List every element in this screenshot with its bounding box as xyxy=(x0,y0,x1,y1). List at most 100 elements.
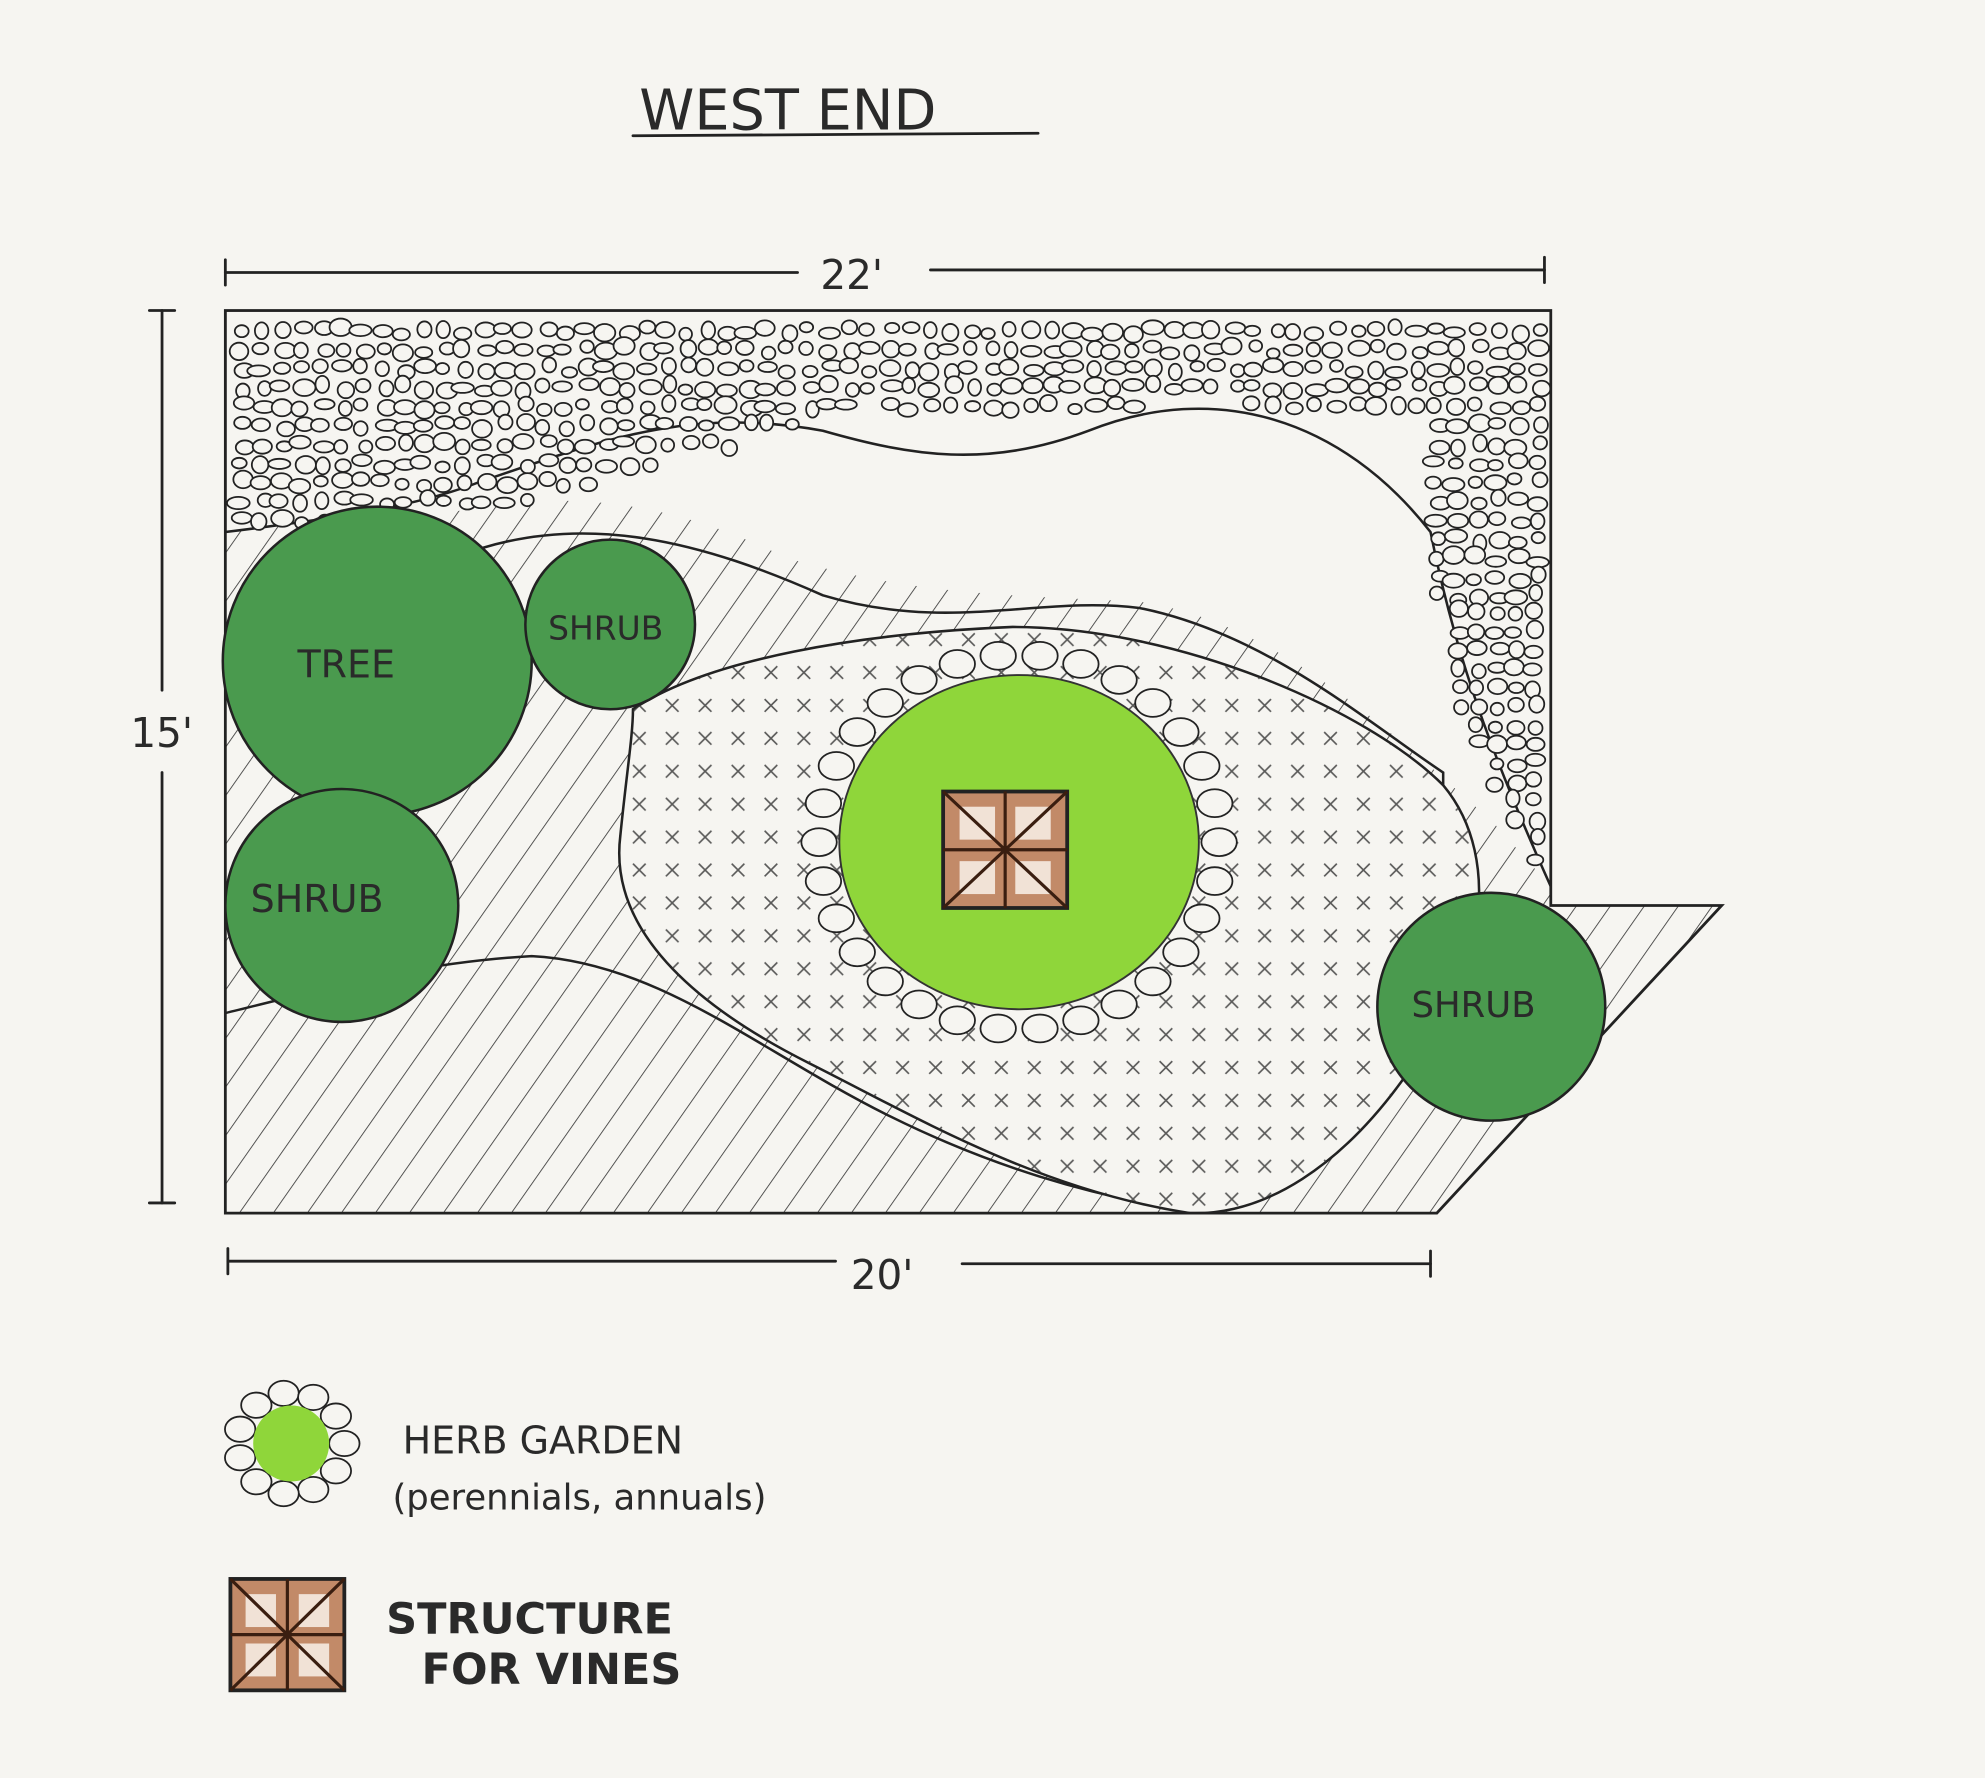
pebble xyxy=(413,400,436,420)
pebble xyxy=(477,363,496,380)
pebble xyxy=(1122,399,1146,414)
pebble xyxy=(435,494,452,507)
pebble xyxy=(979,641,1017,671)
pebble xyxy=(313,398,336,411)
pebble xyxy=(1528,395,1547,412)
pebble xyxy=(1021,377,1044,395)
pebble xyxy=(1445,397,1467,416)
pebble xyxy=(1305,341,1322,358)
pebble xyxy=(1468,679,1485,696)
pebble xyxy=(1106,395,1126,411)
pebble xyxy=(1407,397,1426,415)
pebble xyxy=(661,357,677,376)
pebble xyxy=(999,377,1024,395)
pebble xyxy=(496,476,519,494)
pebble xyxy=(733,325,758,340)
pebble xyxy=(858,340,881,355)
pebble xyxy=(1507,774,1528,793)
pebble xyxy=(1467,475,1484,489)
pebble xyxy=(1122,325,1144,344)
pebble xyxy=(1426,363,1451,378)
pebble xyxy=(1167,362,1183,382)
pebble xyxy=(560,366,579,379)
pebble xyxy=(859,382,875,395)
pebble xyxy=(226,495,251,511)
pebble xyxy=(817,326,841,340)
pebble xyxy=(1507,547,1531,565)
pebble xyxy=(1506,342,1527,361)
pebble xyxy=(1242,395,1261,412)
pebble xyxy=(1162,937,1200,968)
pebble xyxy=(600,400,620,414)
pebble xyxy=(638,319,657,335)
pebble xyxy=(393,420,417,435)
structure-legend-icon xyxy=(228,1577,347,1693)
pebble xyxy=(335,342,352,358)
pebble xyxy=(1426,322,1446,335)
pebble xyxy=(660,437,676,453)
pebble xyxy=(1508,375,1528,394)
pebble xyxy=(697,419,715,432)
pebble xyxy=(250,417,271,433)
pebble xyxy=(678,326,693,342)
pebble xyxy=(1487,720,1503,734)
pebble xyxy=(471,419,493,439)
pebble xyxy=(612,336,636,356)
pebble xyxy=(1344,365,1364,379)
pebble xyxy=(753,399,777,414)
herb-garden xyxy=(800,641,1238,1044)
pebble xyxy=(433,401,451,415)
pebble xyxy=(315,456,331,476)
pebble xyxy=(354,378,372,394)
pebble xyxy=(1487,437,1507,456)
pebble xyxy=(1145,374,1162,394)
pebble xyxy=(1505,810,1525,830)
pebble xyxy=(938,1005,976,1036)
pebble xyxy=(270,509,295,528)
pebble xyxy=(355,343,376,360)
pebble xyxy=(677,383,694,396)
pebble xyxy=(1062,649,1100,679)
pebble xyxy=(496,438,514,454)
pebble xyxy=(293,360,310,374)
pebble xyxy=(1503,658,1525,677)
pebble xyxy=(1326,399,1348,414)
pebble xyxy=(1523,644,1544,660)
pebble xyxy=(1508,362,1526,376)
pebble xyxy=(232,469,254,490)
pebble xyxy=(695,357,715,377)
pebble xyxy=(1467,716,1484,734)
pebble xyxy=(268,379,291,393)
pebble xyxy=(394,374,412,394)
pebble xyxy=(1202,378,1219,395)
pebble xyxy=(717,361,740,377)
pebble xyxy=(1023,397,1039,414)
pebble xyxy=(1058,379,1081,394)
pebble xyxy=(1528,363,1548,377)
pebble xyxy=(1080,326,1104,342)
pebble xyxy=(1444,418,1470,435)
pebble xyxy=(1262,382,1283,399)
pebble xyxy=(1001,401,1020,419)
pebble xyxy=(612,435,635,448)
pebble xyxy=(1262,357,1285,374)
pebble xyxy=(1528,583,1543,602)
pebble xyxy=(1489,606,1506,621)
pebble xyxy=(513,362,536,381)
pebble xyxy=(1453,699,1470,716)
pebble xyxy=(1528,694,1546,714)
pebble xyxy=(333,439,349,455)
pebble xyxy=(297,1475,330,1504)
pebble xyxy=(983,399,1005,417)
pebble xyxy=(1443,528,1469,544)
pebble xyxy=(866,688,904,718)
pebble xyxy=(918,362,940,382)
shrub-top-label: SHRUB xyxy=(548,609,663,648)
pebble xyxy=(618,382,636,399)
pebble xyxy=(477,472,498,491)
pebble xyxy=(1423,513,1448,528)
pebble xyxy=(941,323,960,343)
pebble xyxy=(1162,717,1200,747)
pebble xyxy=(349,493,374,507)
pebble xyxy=(1196,866,1234,896)
